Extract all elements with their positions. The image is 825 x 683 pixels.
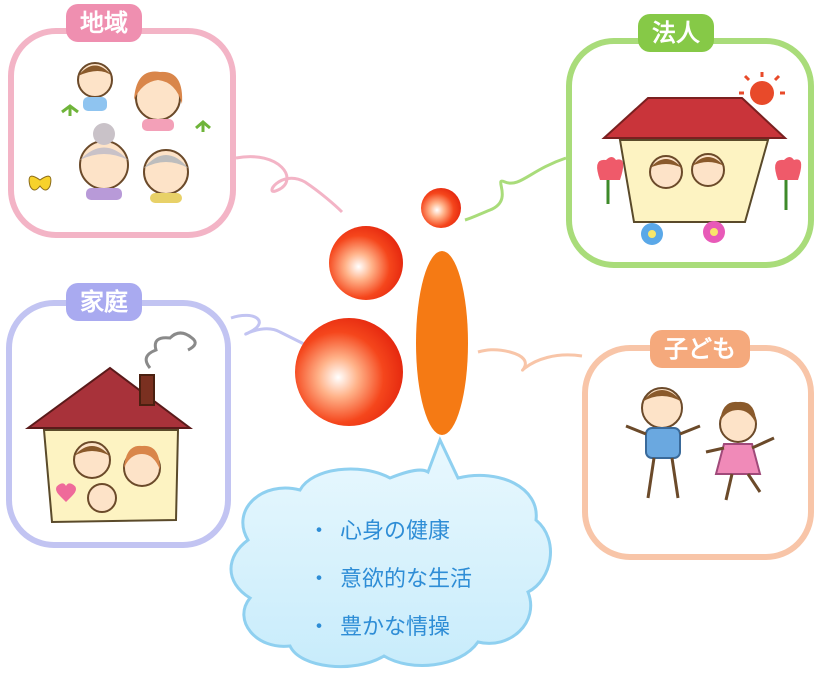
family-house-illustration <box>24 331 197 524</box>
goal-item: ・豊かな情操 <box>308 604 472 652</box>
logo-ball-large <box>295 318 403 426</box>
chimney-smoke <box>144 331 197 369</box>
label-houjin: 法人 <box>638 14 714 52</box>
goal-text: 意欲的な生活 <box>340 567 473 592</box>
corporate-building-illustration <box>597 72 802 245</box>
label-kodomo: 子ども <box>650 330 750 368</box>
logo-bar <box>416 251 468 435</box>
speech-cloud <box>229 436 552 669</box>
sun-icon <box>750 81 774 105</box>
connector-houjin <box>464 156 567 222</box>
goal-text: 心身の健康 <box>340 519 451 544</box>
label-chiiki: 地域 <box>66 4 142 42</box>
tulip-icon <box>597 157 624 180</box>
goals-list: ・心身の健康 ・意欲的な生活 ・豊かな情操 <box>308 508 472 652</box>
butterfly-icon <box>28 175 52 191</box>
heart-icon <box>56 483 76 502</box>
logo-dot-small <box>421 188 461 228</box>
label-katei: 家庭 <box>66 283 142 321</box>
bullet-marker: ・ <box>308 519 331 544</box>
connector-chiiki <box>235 155 344 214</box>
logo-ball-medium <box>329 226 403 300</box>
goal-item: ・意欲的な生活 <box>308 556 472 604</box>
bullet-marker: ・ <box>308 615 331 640</box>
kids-illustration <box>625 387 775 501</box>
connector-kodomo <box>477 348 583 372</box>
goal-text: 豊かな情操 <box>340 615 451 640</box>
community-people-illustration <box>28 62 211 203</box>
bullet-marker: ・ <box>308 567 331 592</box>
logo-mark <box>295 188 468 435</box>
connector-katei <box>230 313 309 348</box>
goal-item: ・心身の健康 <box>308 508 472 556</box>
frame-chiiki <box>8 28 236 238</box>
